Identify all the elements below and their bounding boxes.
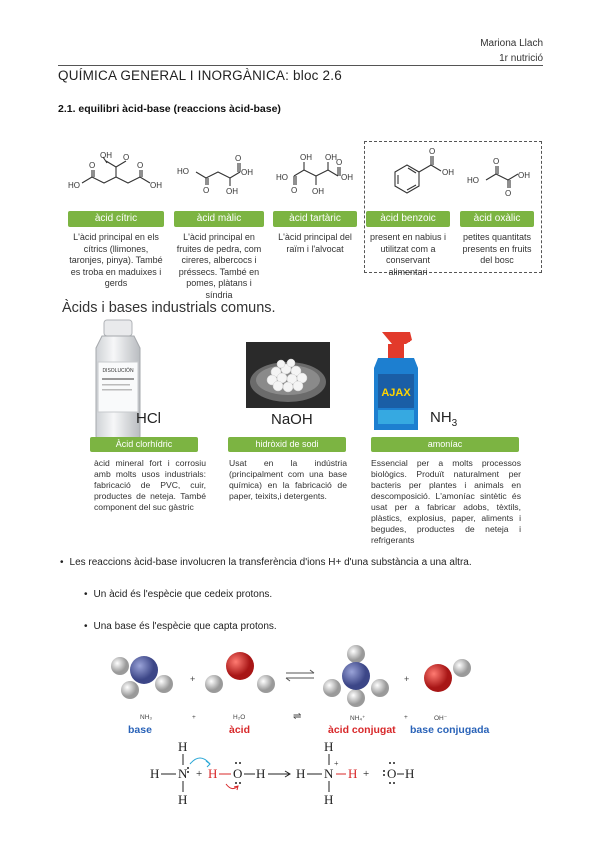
svg-text:O: O	[387, 766, 396, 781]
svg-text:H: H	[178, 739, 187, 754]
acid-desc-citric: L'àcid principal en els cítrics (llimone…	[69, 232, 163, 288]
svg-text:O: O	[291, 186, 297, 195]
label-plus-1: +	[192, 714, 196, 721]
svg-text:O: O	[235, 154, 241, 163]
industrial-desc-hcl: àcid mineral fort i corrosiu amb molts u…	[94, 458, 206, 512]
svg-text:H: H	[324, 792, 333, 807]
acid-desc-oxalic: petites quantitats presents en fruits de…	[462, 232, 532, 265]
svg-text:H: H	[296, 766, 305, 781]
svg-text:HO: HO	[68, 181, 80, 190]
label-nh4-small: NH₄⁺	[350, 715, 366, 722]
nh3-spray-image: AJAX	[374, 332, 418, 430]
acid-label-malic: àcid màlic	[174, 211, 264, 227]
svg-text:OH: OH	[241, 168, 253, 177]
svg-text:OH: OH	[341, 173, 353, 182]
svg-text:AJAX: AJAX	[381, 387, 411, 399]
author-name: Mariona Llach	[480, 38, 543, 49]
acid-label-benzoic: àcid benzoic	[366, 211, 450, 227]
svg-text:OH: OH	[312, 187, 324, 196]
svg-text:H: H	[256, 766, 265, 781]
industrial-heading: Àcids i bases industrials comuns.	[62, 300, 276, 316]
svg-text:OH: OH	[226, 187, 238, 196]
svg-text:+: +	[190, 674, 195, 684]
course-name: 1r nutrició	[499, 53, 543, 64]
svg-text:O: O	[137, 161, 143, 170]
svg-text:HO: HO	[177, 167, 189, 176]
section-title: 2.1. equilibri àcid-base (reaccions àcid…	[58, 103, 281, 115]
svg-text:N: N	[178, 766, 188, 781]
acid-desc-malic: L'àcid principal en fruites de pedra, co…	[176, 232, 262, 300]
naoh-pellets-image	[246, 342, 330, 408]
industrial-label-hcl: Àcid clorhídric	[90, 437, 198, 452]
dashed-group-box	[364, 141, 542, 273]
hcl-bottle-image: DISOLUCIÓN	[95, 319, 141, 441]
svg-text:H: H	[348, 766, 357, 781]
acid-label-oxalic: àcid oxàlic	[460, 211, 534, 227]
label-plus-2: +	[404, 714, 408, 721]
svg-text:O: O	[89, 161, 95, 170]
role-acid: àcid	[229, 724, 251, 736]
role-conjugate-base: base conjugada	[410, 724, 490, 736]
industrial-desc-nh3: Essencial per a molts processos biològic…	[371, 458, 521, 545]
role-base: base	[128, 724, 152, 736]
label-h2o-small: H₂O	[233, 714, 246, 721]
acid-label-tartaric: àcid tartàric	[273, 211, 357, 227]
acid-label-citric: àcid cítric	[68, 211, 164, 227]
svg-text:O: O	[233, 766, 242, 781]
svg-text:+: +	[334, 759, 339, 768]
formula-nh3-sub: 3	[451, 418, 458, 429]
formula-hcl: HCl	[136, 410, 161, 427]
label-oh-small: OH⁻	[434, 715, 448, 722]
formula-nh3: NH3	[430, 409, 457, 429]
formula-naoh: NaOH	[271, 411, 313, 428]
bullet-acid: Un àcid és l'espècie que cedeix protons.	[84, 589, 273, 600]
svg-text:H: H	[324, 739, 333, 754]
svg-text:H: H	[405, 766, 414, 781]
svg-text:+: +	[196, 768, 202, 780]
industrial-label-naoh: hidròxid de sodi	[228, 437, 346, 452]
svg-text:O: O	[123, 153, 129, 162]
svg-text:+: +	[404, 674, 409, 684]
svg-text:OH: OH	[325, 153, 337, 162]
bullet-base: Una base és l'espècie que capta protons.	[84, 621, 277, 632]
svg-text:DISOLUCIÓN: DISOLUCIÓN	[102, 367, 134, 374]
author-block: Mariona Llach 1r nutrició	[480, 36, 543, 66]
label-nh3-small: NH₃	[140, 714, 153, 721]
formula-nh3-main: NH	[430, 409, 452, 426]
label-equilibrium: ⇌	[293, 711, 302, 722]
svg-text:H: H	[178, 792, 187, 807]
industrial-label-nh3: amoníac	[371, 437, 519, 452]
svg-text:HO: HO	[276, 173, 288, 182]
acid-desc-tartaric: L'àcid principal del raïm i l'alvocat	[278, 232, 352, 254]
header-divider	[58, 65, 543, 66]
svg-text:O: O	[203, 186, 209, 195]
document-title: QUÍMICA GENERAL I INORGÀNICA: bloc 2.6	[58, 68, 342, 83]
svg-text:N: N	[324, 766, 334, 781]
svg-text:OH: OH	[150, 181, 162, 190]
svg-text:O: O	[336, 158, 342, 167]
acid-desc-benzoic: present en nabius i utilitzat com a cons…	[369, 232, 447, 277]
bullet-main: Les reaccions àcid-base involucren la tr…	[60, 557, 472, 568]
svg-text:+: +	[363, 768, 369, 780]
svg-text:H: H	[150, 766, 159, 781]
svg-text:OH: OH	[100, 151, 112, 160]
svg-text:OH: OH	[300, 153, 312, 162]
svg-text:H: H	[208, 766, 217, 781]
industrial-desc-naoh: Usat en la indústria (principalment com …	[229, 458, 347, 501]
role-conjugate-acid: àcid conjugat	[328, 724, 396, 736]
